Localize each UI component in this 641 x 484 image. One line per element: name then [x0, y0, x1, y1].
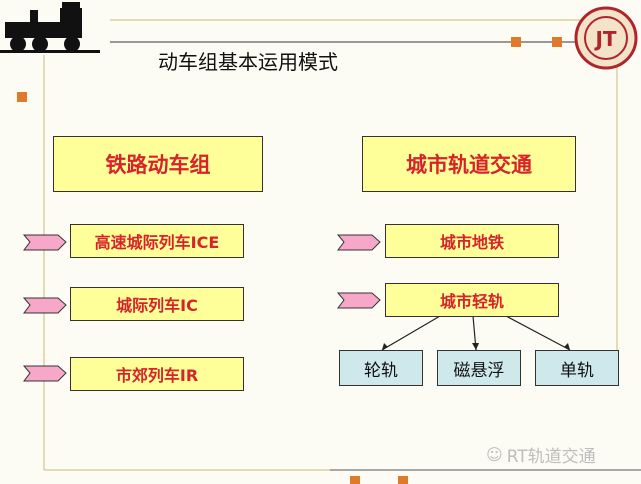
- wechat-icon: ☺: [486, 445, 503, 464]
- subtype-maglev: 磁悬浮: [437, 350, 521, 386]
- arrow-icon: [22, 365, 67, 382]
- subtype-wheel-rail: 轮轨: [339, 350, 423, 386]
- list-item-ice: 高速城际列车ICE: [70, 224, 244, 258]
- train-icon: [0, 2, 100, 53]
- watermark-text: RT轨道交通: [506, 447, 596, 467]
- railway-emu-header: 铁路动车组: [53, 136, 263, 192]
- subtype-monorail: 单轨: [535, 350, 619, 386]
- svg-text:JT: JT: [593, 27, 616, 51]
- watermark: ☺ RT轨道交通: [486, 442, 596, 467]
- arrow-icon: [22, 234, 67, 251]
- page-title: 动车组基本运用模式: [158, 50, 338, 74]
- university-logo: JT: [574, 6, 638, 70]
- list-item-metro: 城市地铁: [385, 224, 559, 258]
- arrow-icon: [336, 234, 381, 251]
- urban-rail-header: 城市轨道交通: [362, 136, 576, 192]
- list-item-ic: 城际列车IC: [70, 287, 244, 321]
- list-item-light-rail: 城市轻轨: [385, 283, 559, 317]
- list-item-ir: 市郊列车IR: [70, 357, 244, 391]
- arrow-icon: [336, 292, 381, 309]
- arrow-icon: [22, 297, 67, 314]
